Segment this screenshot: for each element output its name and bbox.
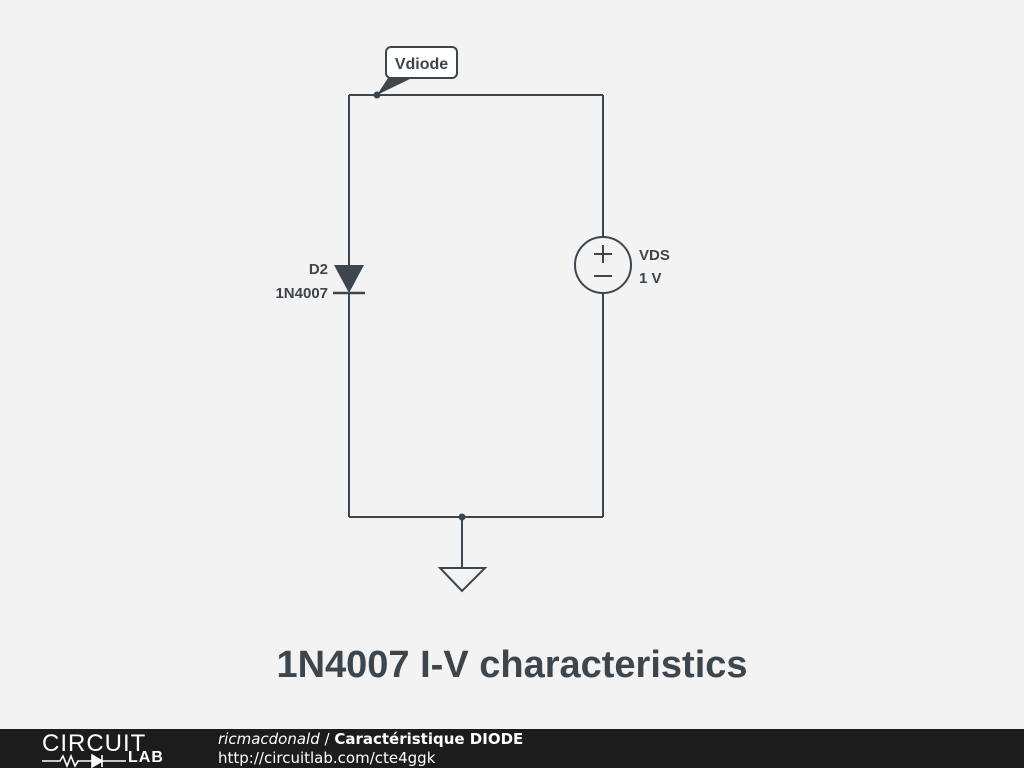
diode-ref-label: D2 bbox=[309, 261, 328, 278]
circuit-url-link[interactable]: http://circuitlab.com/cte4ggk bbox=[218, 749, 436, 767]
ground-icon bbox=[437, 567, 488, 593]
project-name[interactable]: Caractéristique DIODE bbox=[334, 730, 524, 748]
voltage-source-vds[interactable] bbox=[574, 236, 632, 294]
diode-d2[interactable] bbox=[333, 265, 365, 295]
ground-node-dot bbox=[458, 513, 466, 521]
voltage-probe[interactable]: Vdiode bbox=[377, 46, 458, 95]
resistor-diode-logo-icon bbox=[42, 753, 126, 768]
diode-part-label: 1N4007 bbox=[275, 285, 328, 302]
circuit-title: 1N4007 I-V characteristics bbox=[276, 644, 748, 686]
probe-pointer bbox=[377, 78, 412, 95]
footer-bar: CIRCUIT LAB ricmacdonald / Caractéristiq… bbox=[0, 729, 1024, 768]
source-value-label: 1 V bbox=[639, 270, 662, 287]
source-circle bbox=[574, 236, 632, 294]
probe-label: Vdiode bbox=[395, 56, 448, 73]
diode-triangle bbox=[334, 265, 364, 293]
probe-box bbox=[385, 46, 458, 79]
plus-icon bbox=[594, 245, 612, 263]
circuitlab-logo[interactable]: CIRCUIT LAB bbox=[40, 730, 180, 768]
attribution-separator: / bbox=[319, 730, 335, 748]
logo-text-circuit: CIRCUIT bbox=[42, 730, 147, 757]
logo-text-lab: LAB bbox=[128, 749, 164, 766]
source-ref-label: VDS bbox=[639, 247, 670, 264]
footer-attribution: ricmacdonald / Caractéristique DIODE bbox=[218, 730, 523, 748]
author-name[interactable]: ricmacdonald bbox=[218, 730, 320, 748]
circuit-schematic: Vdiode D2 1N4007 VDS 1 V bbox=[275, 46, 670, 593]
